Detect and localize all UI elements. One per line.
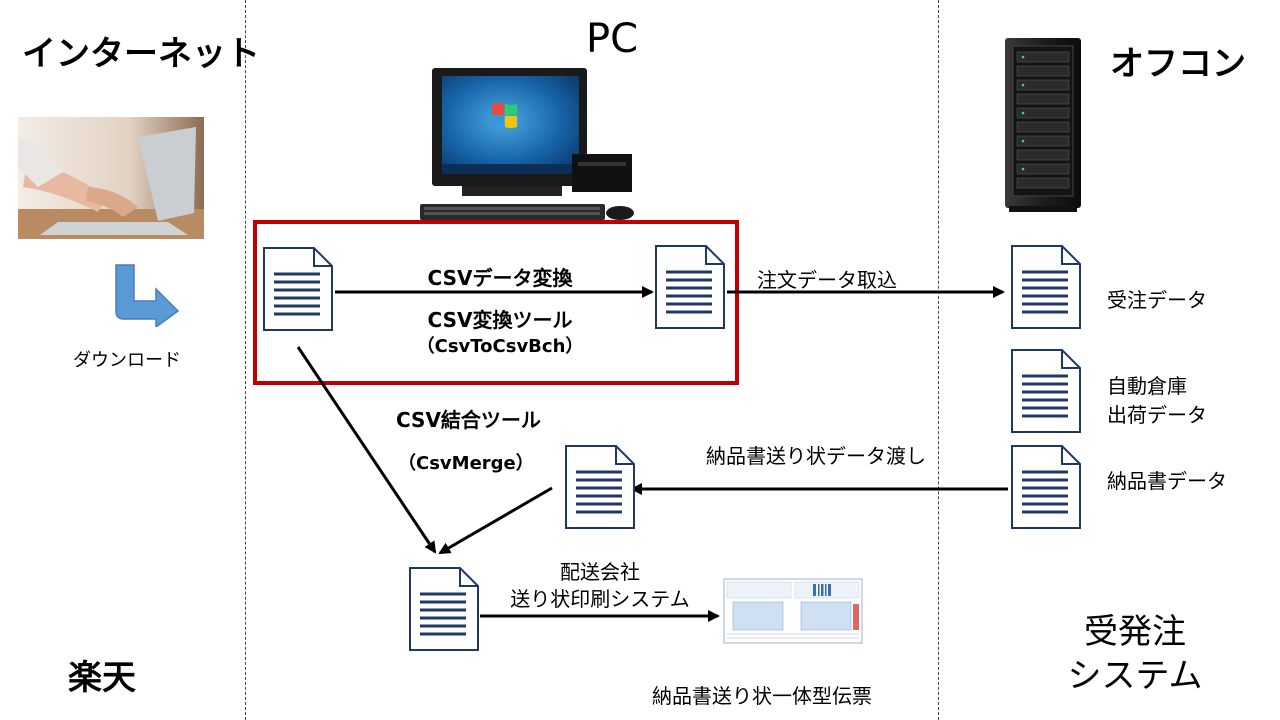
print-system-label: 送り状印刷システム <box>510 587 690 611</box>
download-arrow-icon <box>115 264 180 327</box>
column-title-pc: PC <box>586 16 639 62</box>
document-icon-auto-warehouse <box>1011 349 1081 433</box>
document-icon-merged <box>409 567 479 651</box>
document-icon-received-order <box>1011 245 1081 329</box>
invoice-data-label: 納品書データ <box>1107 469 1227 493</box>
csv-convert-title: CSVデータ変換 <box>427 266 573 290</box>
order-import-label: 注文データ取込 <box>757 268 897 292</box>
csv-convert-highlight-box <box>253 220 739 385</box>
shipping-slip-image <box>723 578 863 644</box>
server-tower-icon <box>1005 38 1081 212</box>
separator-left <box>245 0 246 720</box>
download-label: ダウンロード <box>73 350 181 371</box>
csv-merge-tool-name: （CsvMerge） <box>398 453 534 474</box>
slip-label: 納品書送り状一体型伝票 <box>652 684 872 708</box>
csv-convert-tool-label: CSV変換ツール <box>427 308 573 332</box>
laptop-photo <box>18 117 204 239</box>
document-icon-converted <box>655 245 725 329</box>
shipping-data-label: 出荷データ <box>1107 403 1207 427</box>
separator-right <box>938 0 939 720</box>
column-title-office-computer: オフコン <box>1110 44 1246 84</box>
auto-warehouse-label: 自動倉庫 <box>1107 374 1187 398</box>
document-icon-invoice-data <box>1011 445 1081 529</box>
csv-convert-tool-name: （CsvToCsvBch） <box>416 336 584 357</box>
order-system-line2: システム <box>1067 656 1203 696</box>
column-title-internet: インターネット <box>22 34 260 74</box>
csv-merge-tool-label: CSV結合ツール <box>396 408 541 432</box>
rakuten-label: 楽天 <box>68 658 136 698</box>
desktop-pc-icon <box>420 68 634 220</box>
delivery-company-label: 配送会社 <box>560 560 640 584</box>
invoice-handover-label: 納品書送り状データ渡し <box>706 444 926 468</box>
order-system-line1: 受発注 <box>1084 612 1186 652</box>
arrow-to-merge-from-right <box>438 486 553 555</box>
document-icon-download <box>263 247 333 331</box>
arrow-to-merge-from-left <box>296 346 437 554</box>
received-order-data-label: 受注データ <box>1107 288 1207 312</box>
document-icon-invoice-handover <box>565 445 635 529</box>
